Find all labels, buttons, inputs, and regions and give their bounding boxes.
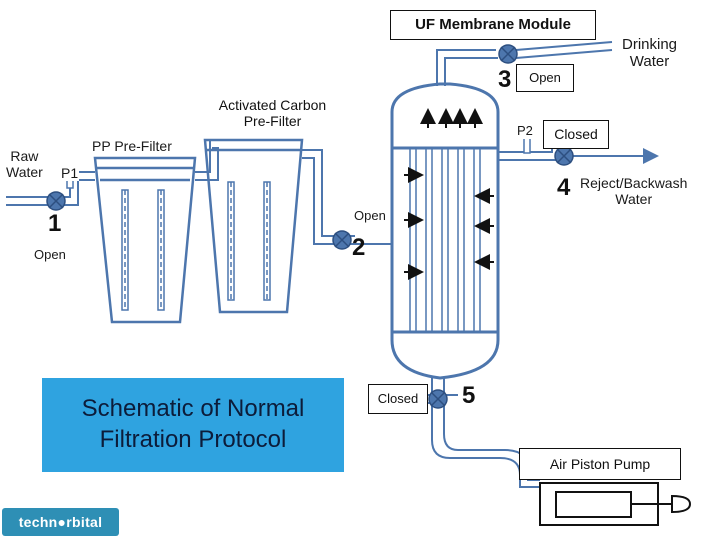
permeate-pipe <box>436 41 613 86</box>
valve-2-number: 2 <box>352 234 366 261</box>
valve-5[interactable] <box>428 389 448 409</box>
uf-fibers <box>409 148 481 332</box>
technorbital-logo: techn●rbital <box>2 508 119 536</box>
carbon-to-uf-pipe <box>302 149 393 245</box>
flow-arrows <box>404 108 494 280</box>
drinking-water-label: Drinking Water <box>622 36 678 71</box>
valve-1[interactable] <box>46 191 66 211</box>
valve-3[interactable] <box>498 44 518 64</box>
pp-prefilter-housing <box>93 156 197 324</box>
valve-5-number: 5 <box>462 382 476 409</box>
uf-vessel <box>390 82 500 380</box>
valve-2-state: Open <box>354 208 386 223</box>
valve-4-number: 4 <box>557 174 571 201</box>
uf-membrane-module-title: UF Membrane Module <box>390 10 596 40</box>
carbon-prefilter-element <box>227 181 271 301</box>
carbon-prefilter-housing <box>203 138 304 314</box>
schematic-caption: Schematic of Normal Filtration Protocol <box>42 378 344 472</box>
valve-2[interactable] <box>332 230 352 250</box>
p1-label: P1 <box>60 165 80 182</box>
valve-5-state: Closed <box>368 384 428 414</box>
air-piston-pump-body <box>539 482 692 526</box>
air-piston-pump-label: Air Piston Pump <box>519 448 681 480</box>
pp-prefilter-label: PP Pre-Filter <box>92 138 172 154</box>
valve-3-state: Open <box>516 64 574 92</box>
valve-4[interactable] <box>554 146 574 166</box>
reject-backwash-label: Reject/Backwash Water <box>580 175 688 208</box>
raw-water-label: Raw Water <box>6 148 43 181</box>
valve-1-number: 1 <box>48 210 62 237</box>
valve-1-state: Open <box>34 247 66 262</box>
p2-state: Closed <box>543 120 609 149</box>
pp-prefilter-element <box>121 189 165 311</box>
p2-label: P2 <box>516 123 534 139</box>
valve-3-number: 3 <box>498 66 512 93</box>
carbon-prefilter-label: Activated Carbon Pre-Filter <box>218 96 327 129</box>
